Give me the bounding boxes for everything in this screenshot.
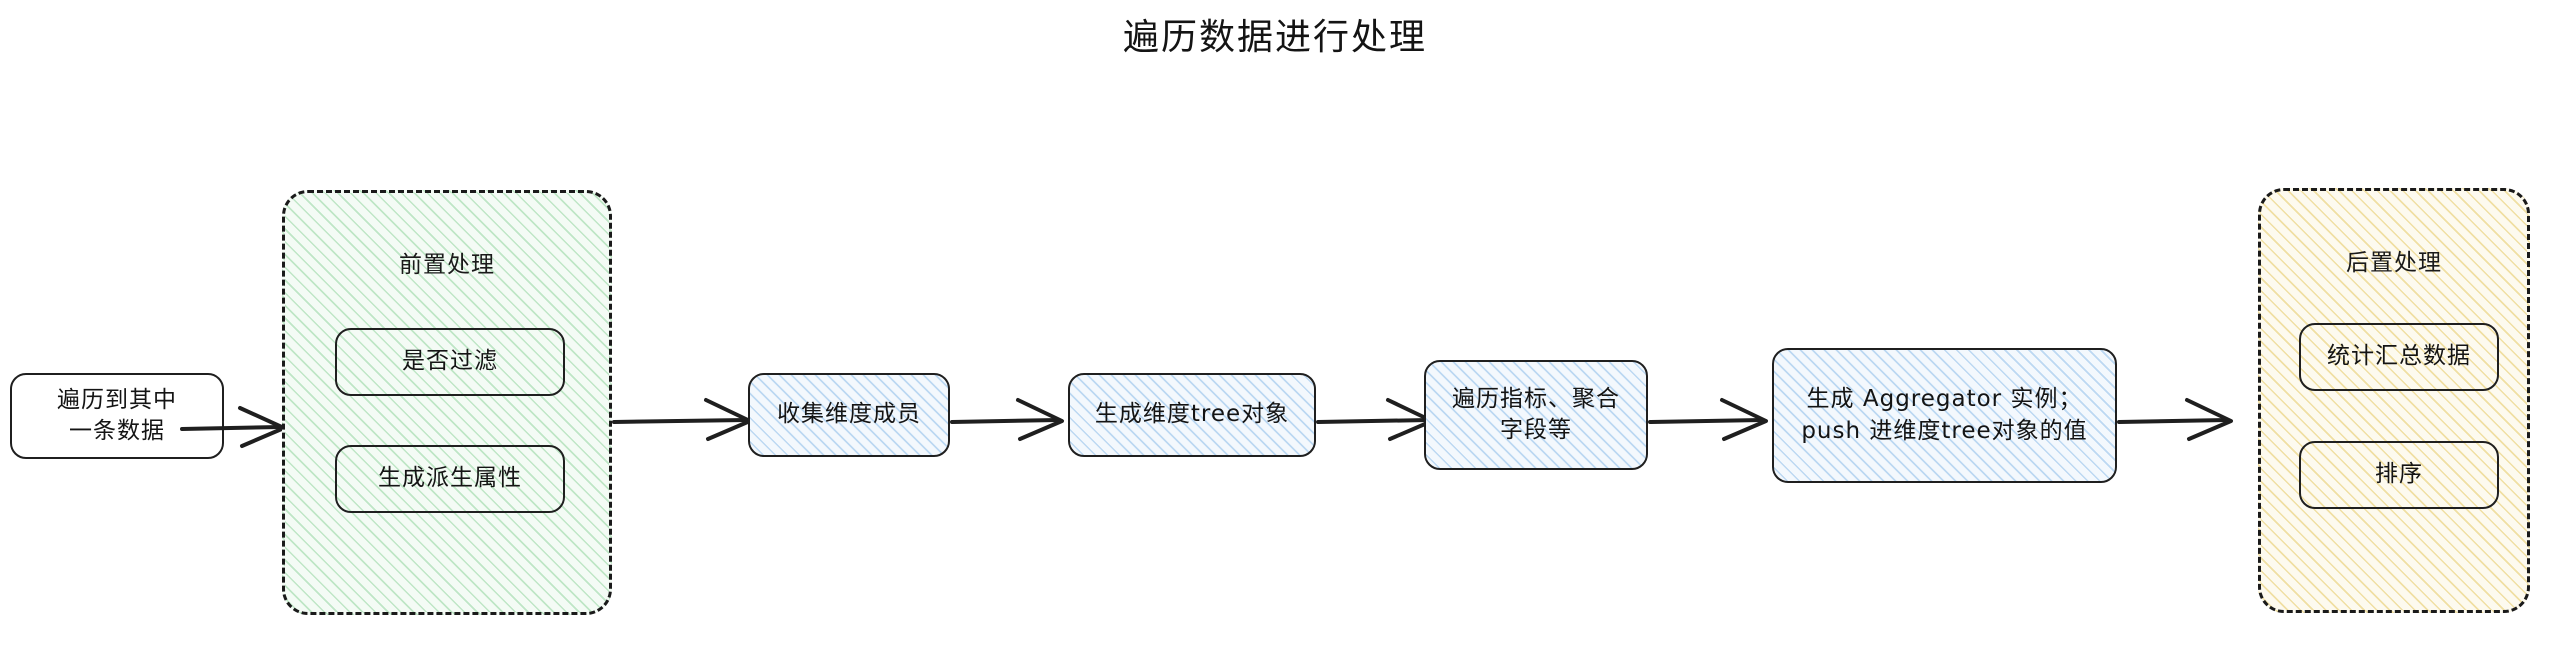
page-title: 遍历数据进行处理 (1122, 17, 1427, 58)
node-is-filter[interactable]: 是否过滤 (335, 328, 565, 396)
node-iterate-metrics-line2: 字段等 (1500, 417, 1572, 443)
node-sort-label: 排序 (2375, 461, 2423, 488)
node-create-aggregator[interactable]: 生成 Aggregator 实例； push 进维度tree对象的值 (1772, 348, 2117, 483)
node-build-dimension-tree-label: 生成维度tree对象 (1094, 401, 1290, 428)
node-start[interactable]: 遍历到其中 一条数据 (10, 373, 224, 459)
group-pre-processing[interactable]: 前置处理 是否过滤 生成派生属性 (282, 190, 612, 615)
group-post-processing[interactable]: 后置处理 统计汇总数据 排序 (2258, 188, 2530, 613)
arrow-pre-to-collect (612, 392, 762, 452)
node-build-dimension-tree[interactable]: 生成维度tree对象 (1068, 373, 1316, 457)
node-derive-attribute-label: 生成派生属性 (378, 465, 522, 492)
node-start-line1: 遍历到其中 (57, 386, 177, 413)
node-is-filter-label: 是否过滤 (402, 348, 498, 375)
node-collect-dimension-members[interactable]: 收集维度成员 (748, 373, 950, 457)
node-start-line2: 一条数据 (69, 418, 165, 444)
node-create-aggregator-line1: 生成 Aggregator 实例； (1806, 386, 2083, 413)
arrow-collect-to-tree (950, 392, 1075, 452)
node-summary-statistics-label: 统计汇总数据 (2327, 343, 2471, 370)
node-iterate-metrics[interactable]: 遍历指标、聚合 字段等 (1424, 360, 1648, 470)
node-iterate-metrics-line1: 遍历指标、聚合 (1452, 385, 1620, 412)
arrow-metrics-to-aggregator (1648, 392, 1780, 452)
node-summary-statistics[interactable]: 统计汇总数据 (2299, 323, 2499, 391)
node-derive-attribute[interactable]: 生成派生属性 (335, 445, 565, 513)
node-collect-dimension-members-label: 收集维度成员 (777, 401, 921, 428)
arrow-aggregator-to-post (2117, 392, 2247, 452)
node-create-aggregator-line2: push 进维度tree对象的值 (1801, 417, 2088, 444)
node-sort[interactable]: 排序 (2299, 441, 2499, 509)
group-post-processing-label: 后置处理 (2346, 250, 2442, 276)
group-pre-processing-label: 前置处理 (399, 252, 495, 278)
